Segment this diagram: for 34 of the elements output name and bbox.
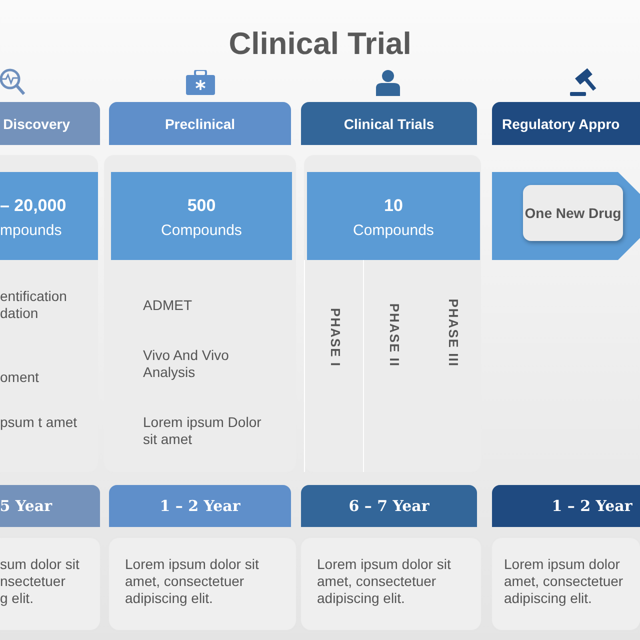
compound-count: 500 bbox=[186, 196, 217, 216]
compound-box bbox=[307, 172, 480, 260]
title: Clinical Trial bbox=[228, 26, 412, 62]
compound-label: mpounds bbox=[0, 222, 63, 239]
description-text: nsectetuer bbox=[0, 573, 66, 590]
compound-box bbox=[111, 172, 292, 260]
compound-label: Compounds bbox=[160, 222, 243, 239]
step-text: oment bbox=[0, 369, 40, 386]
phase-label: PHASE III bbox=[446, 298, 461, 367]
duration-bar: 1 – 2 Year bbox=[109, 485, 291, 527]
duration-bar: 5 Year bbox=[0, 485, 100, 527]
phase-header: Clinical Trials bbox=[301, 102, 477, 145]
duration-bar: 6 – 7 Year bbox=[301, 485, 477, 527]
compound-count: 10 bbox=[383, 196, 404, 216]
step-text: ADMET bbox=[143, 297, 193, 314]
step-text: entification dation bbox=[0, 288, 68, 322]
step-text: psum t amet bbox=[0, 414, 78, 431]
step-text: Lorem ipsum Dolor sit amet bbox=[143, 414, 262, 448]
phase-header: Discovery bbox=[0, 102, 100, 145]
duration-bar: 1 – 2 Year bbox=[492, 485, 640, 527]
description-text: g elit. bbox=[0, 590, 34, 607]
compound-label: Compounds bbox=[352, 222, 435, 239]
step-text: Vivo And Vivo Analysis bbox=[143, 347, 230, 381]
phase-header: Preclinical bbox=[109, 102, 291, 145]
phase-header: Regulatory Appro bbox=[492, 102, 640, 145]
result-box: One New Drug bbox=[523, 185, 623, 241]
description-text: Lorem ipsum dolor sit amet, consectetuer adipiscing elit. bbox=[317, 556, 452, 607]
phase-label: PHASE II bbox=[387, 303, 402, 367]
compound-count: – 20,000 bbox=[0, 196, 68, 216]
description-text: Lorem ipsum dolor sit amet, consectetuer adipiscing elit. bbox=[125, 556, 260, 607]
phase-label: PHASE I bbox=[328, 308, 343, 367]
arrow-banner bbox=[492, 172, 640, 260]
description-text: Lorem ipsum dolor amet, consectetuer adipiscing elit. bbox=[504, 556, 624, 607]
description-text: sum dolor sit bbox=[0, 556, 80, 573]
